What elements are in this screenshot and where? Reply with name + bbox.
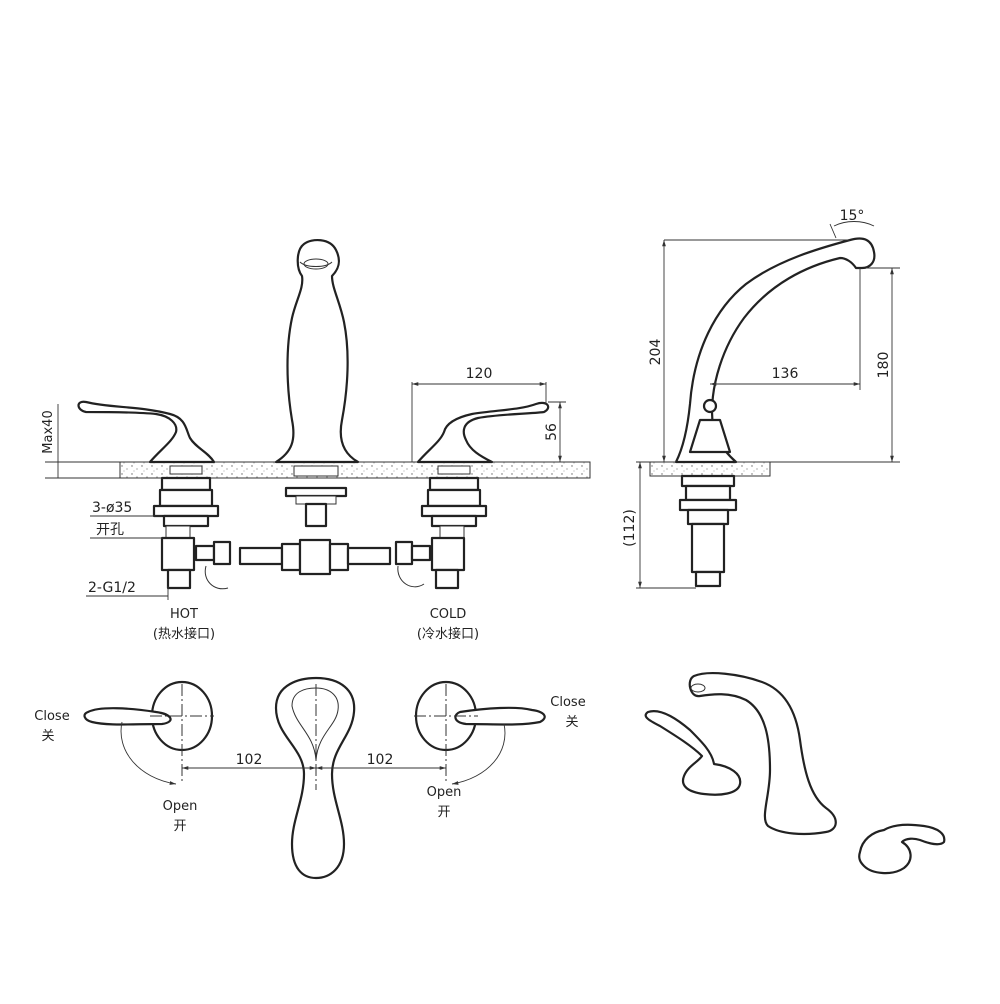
dim-spread-label: 120 — [466, 366, 493, 382]
side-view: 204 136 180 15° (112) — [622, 208, 900, 589]
hot-label: HOT — [170, 607, 198, 622]
dimension-spout-height: 204 — [648, 239, 850, 462]
top-view: Close 关 Open 开 Close 关 Open 开 102 102 — [34, 676, 586, 880]
right-handle-top — [454, 706, 546, 726]
left-lever-front — [77, 400, 216, 464]
dimension-spout-reach: 136 — [710, 268, 861, 390]
hot-label-cn: (热水接口) — [153, 626, 215, 642]
central-spout-front — [274, 238, 360, 464]
dim-lever-height-label: 56 — [544, 423, 560, 441]
close-right-label-cn: 关 — [565, 715, 578, 730]
right-lever-perspective — [858, 823, 946, 875]
perspective-view — [644, 672, 946, 875]
thread-note: 2-G1/2 — [88, 580, 136, 596]
dimension-outlet-height: 180 — [770, 267, 900, 463]
left-lever-perspective — [644, 710, 742, 796]
left-valve-body — [152, 465, 220, 590]
holes-note-cn: 开孔 — [96, 522, 124, 538]
close-left-label-cn: 关 — [41, 729, 54, 744]
dimension-lever-height: 56 — [544, 401, 566, 462]
open-right-label: Open — [427, 785, 462, 800]
dimension-spread: 120 — [411, 366, 547, 462]
dimension-spout-angle: 15° — [829, 208, 875, 239]
open-left-label: Open — [163, 799, 198, 814]
dim-spout-reach-label: 136 — [772, 366, 799, 382]
left-handle-top — [83, 707, 172, 726]
dimension-max-deck: Max40 — [41, 404, 59, 478]
open-right-label-cn: 开 — [437, 805, 450, 820]
dim-max-deck-label: Max40 — [41, 410, 56, 453]
connection-hoses — [194, 538, 432, 590]
countertop-side — [649, 461, 771, 477]
notes: 3-ø35 开孔 2-G1/2 — [86, 500, 169, 600]
dim-below-deck-label: (112) — [622, 509, 638, 547]
close-left-label: Close — [34, 709, 69, 724]
open-left-label-cn: 开 — [173, 819, 186, 834]
right-valve-body — [420, 465, 488, 590]
cold-label: COLD — [430, 607, 467, 622]
dim-outlet-height-label: 180 — [876, 352, 892, 379]
close-right-label: Close — [550, 695, 585, 710]
central-spout-top — [274, 676, 356, 880]
spout-perspective — [688, 672, 837, 836]
dim-spout-height-label: 204 — [648, 339, 664, 366]
dimension-spacing: 102 102 — [182, 752, 446, 770]
cold-label-cn: (冷水接口) — [417, 626, 479, 642]
holes-note: 3-ø35 — [92, 500, 132, 516]
dim-spout-angle-label: 15° — [840, 208, 865, 224]
dim-spacing-right-label: 102 — [367, 752, 394, 768]
dim-spacing-left-label: 102 — [236, 752, 263, 768]
front-view: 120 56 Max40 3-ø35 开孔 2-G1/2 HOT (热水接口) … — [41, 238, 591, 642]
right-lever-front — [416, 401, 550, 464]
dimension-below-deck: (112) — [622, 461, 696, 589]
